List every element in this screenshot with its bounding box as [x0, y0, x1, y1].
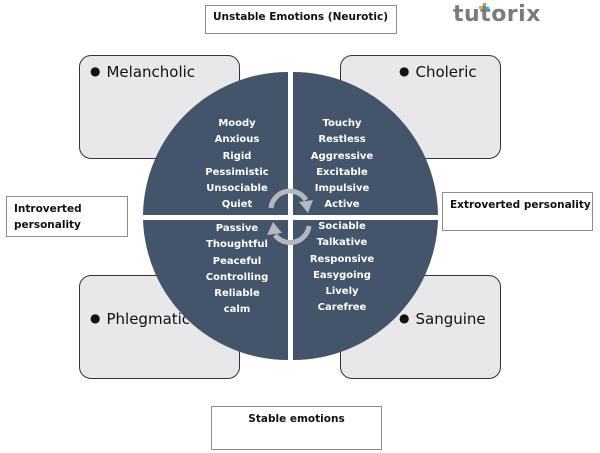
traits-phlegmatic: Passive Thoughtful Peaceful Controlling …	[182, 221, 292, 319]
axis-label-unstable: Unstable Emotions (Neurotic)	[205, 5, 397, 34]
temperament-melancholic: Melancholic	[106, 63, 196, 81]
trait-item: Unsociable	[206, 183, 268, 195]
trait-item: Sociable	[318, 221, 366, 232]
cycle-arrow-top	[268, 188, 309, 209]
quadrant-top-left	[143, 72, 288, 215]
trait-item: Reliable	[214, 288, 260, 300]
trait-item: Pessimistic	[205, 166, 269, 178]
trait-item: Anxious	[214, 134, 260, 146]
trait-item: Responsive	[309, 253, 375, 265]
trait-item: Excitable	[316, 166, 368, 178]
bullet-icon: ●	[399, 64, 410, 78]
axis-label-extroverted: Extroverted personality	[442, 192, 593, 231]
quadrant-bottom-right	[293, 220, 438, 360]
bullet-icon: ●	[90, 311, 101, 325]
trait-item: Moody	[218, 118, 256, 129]
axis-label-introverted: Introverted personality	[6, 196, 128, 237]
cycle-arrow-bottom-head	[267, 222, 282, 235]
trait-item: Peaceful	[212, 255, 262, 267]
traits-sanguine: Sociable Talkative Responsive Easygoing …	[287, 219, 397, 317]
tutorix-logo: tutorix	[453, 2, 541, 27]
axis-label-introverted-text: Introverted personality	[14, 203, 82, 232]
logo-dots-icon	[479, 3, 489, 10]
axis-label-unstable-text: Unstable Emotions (Neurotic)	[213, 11, 389, 23]
trait-item: Impulsive	[314, 183, 370, 195]
traits-choleric: Touchy Restless Aggressive Excitable Imp…	[287, 116, 397, 214]
bullet-icon: ●	[90, 64, 101, 78]
axis-label-stable-text: Stable emotions	[248, 413, 345, 425]
trait-item: Touchy	[322, 118, 362, 129]
trait-item: Rigid	[222, 150, 252, 162]
trait-item: Aggressive	[310, 150, 374, 162]
trait-item: calm	[223, 304, 251, 316]
trait-item: Easygoing	[313, 269, 371, 281]
bullet-icon: ●	[399, 311, 410, 325]
trait-item: Thoughtful	[206, 239, 268, 251]
axis-label-extroverted-text: Extroverted personality	[450, 199, 591, 211]
temperament-phlegmatic: Phlegmatic	[106, 310, 191, 328]
trait-item: Talkative	[316, 237, 368, 249]
traits-melancholic: Moody Anxious Rigid Pessimistic Unsociab…	[182, 116, 292, 214]
axis-label-stable: Stable emotions	[211, 406, 382, 450]
cycle-arrow-bottom	[273, 225, 312, 246]
trait-item: Passive	[215, 223, 259, 234]
temperament-choleric: Choleric	[415, 63, 477, 81]
trait-item: Quiet	[221, 199, 253, 211]
quadrant-bottom-left	[143, 220, 288, 360]
trait-item: Carefree	[317, 302, 367, 314]
logo-text: tutorix	[453, 2, 541, 27]
cycle-arrow-top-head	[299, 200, 313, 213]
trait-item: Controlling	[205, 271, 269, 283]
temperament-sanguine: Sanguine	[415, 310, 486, 328]
trait-item: Restless	[318, 134, 366, 146]
trait-item: Active	[324, 199, 360, 211]
cycle-arrows-icon	[267, 188, 313, 246]
trait-item: Lively	[325, 286, 359, 298]
quadrant-top-right	[293, 72, 438, 215]
